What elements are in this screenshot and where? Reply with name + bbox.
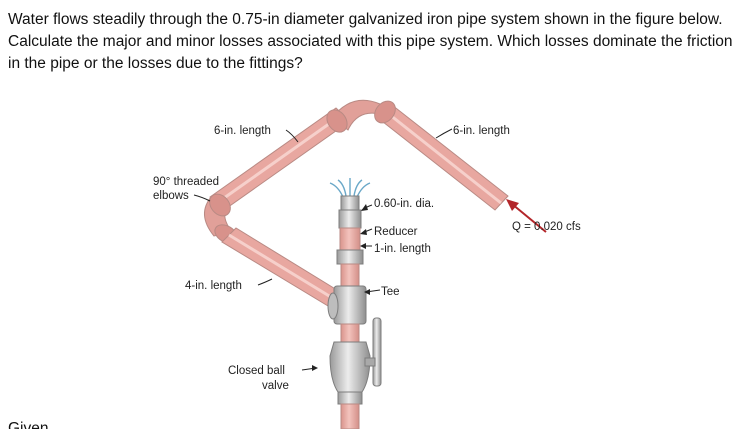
label-valve-line1: Closed ball [228, 365, 285, 377]
label-top-right-length: 6-in. length [453, 125, 510, 137]
valve-assembly [329, 317, 382, 429]
spray-outlet [329, 178, 371, 198]
tee-fitting [327, 285, 367, 325]
label-top-left-length: 6-in. length [214, 125, 271, 137]
label-elbows-line2: elbows [153, 190, 189, 202]
arrowhead-reducer [360, 229, 367, 235]
top-elbow [326, 99, 396, 133]
problem-statement: Water flows steadily through the 0.75-in… [8, 11, 733, 72]
label-diameter: 0.60-in. dia. [374, 198, 434, 210]
label-reducer-length: 1-in. length [374, 243, 431, 255]
label-valve-line2: valve [262, 380, 289, 392]
footer-partial-text: Given [8, 420, 49, 429]
arrowhead-reducer-length [360, 243, 366, 249]
vertical-riser [336, 195, 364, 289]
arrowhead-valve [312, 365, 318, 371]
label-tee: Tee [381, 286, 400, 298]
arrowhead-tee [364, 289, 370, 295]
pipe-top-right [377, 104, 509, 211]
flow-arrow [506, 199, 547, 233]
label-elbows-line1: 90° threaded [153, 176, 219, 188]
label-reducer: Reducer [374, 226, 418, 238]
arrowhead-diameter [361, 204, 368, 211]
label-flow-rate: Q = 0.020 cfs [512, 221, 581, 233]
label-vertical-length: 4-in. length [185, 280, 242, 292]
